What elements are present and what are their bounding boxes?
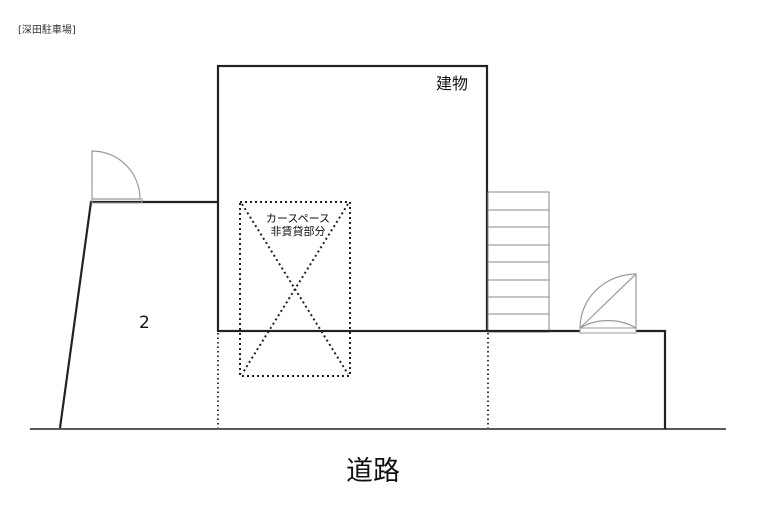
car-space-area: [239, 201, 351, 377]
stairs-icon: [487, 191, 550, 333]
car-space-label-line2: 非賃貸部分: [270, 225, 326, 238]
right-door-icon: [579, 272, 637, 334]
road-label: 道路: [346, 456, 400, 487]
lot-2-boundary: [58, 200, 143, 429]
lot-number: 2: [139, 313, 150, 333]
car-space-label: カースペース 非賃貸部分: [262, 212, 334, 238]
parking-name-caption: [深田駐車場]: [18, 25, 76, 36]
left-door-icon: [91, 150, 143, 204]
car-space-label-line1: カースペース: [265, 212, 331, 225]
building-outline: [216, 64, 489, 333]
building-label: 建物: [436, 74, 469, 93]
right-boundary: [636, 329, 667, 429]
